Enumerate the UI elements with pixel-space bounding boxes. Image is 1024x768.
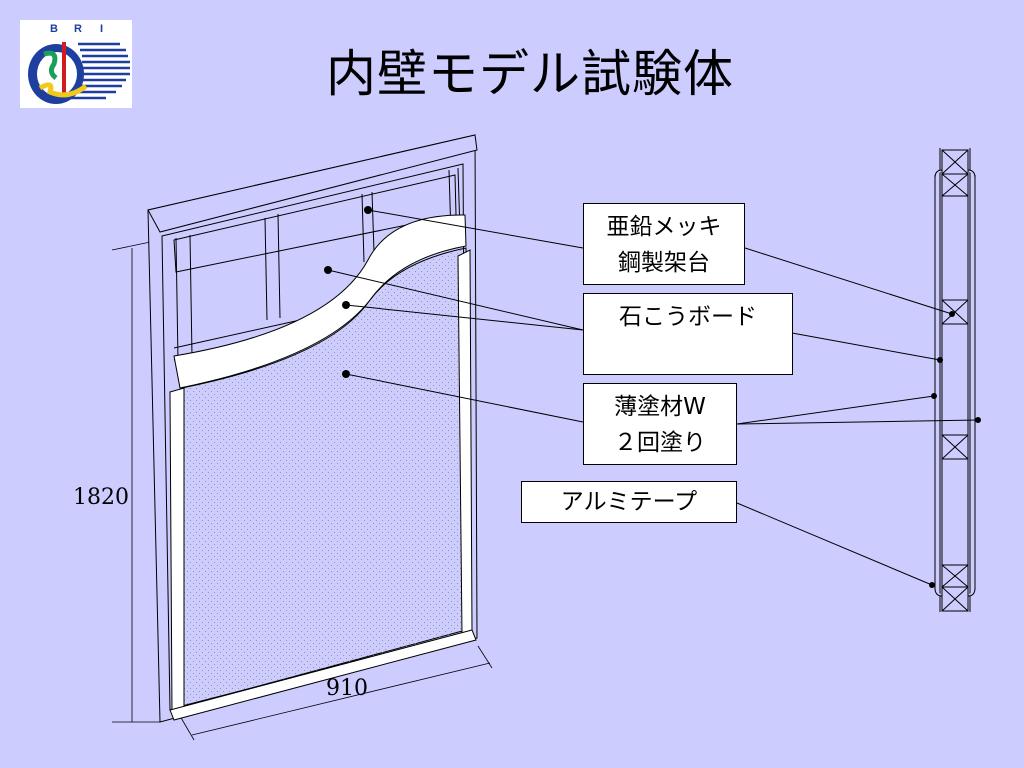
label-aluminum-tape: アルミテープ (521, 481, 737, 523)
bottom-tape-strip (169, 629, 477, 721)
label-gypsum-board: 石こうボード (583, 293, 793, 375)
logo-letter-r: R (74, 23, 82, 35)
label-aluminum-tape-line-1: アルミテープ (560, 489, 698, 515)
section-leader-lines (736, 247, 979, 586)
gypsum-board (173, 214, 467, 389)
label-thin-coating-line-1: 薄塗材W (614, 394, 706, 420)
logo-letter-b: B (50, 23, 58, 35)
height-dimension-label: 1820 (73, 485, 129, 510)
section-cross-boxes (941, 149, 969, 612)
section-view (934, 148, 976, 612)
page-title: 内壁モデル試験体 (326, 45, 734, 103)
bri-logo: B R I (20, 20, 132, 108)
label-steel-frame: 亜鉛メッキ 鋼製架台 (583, 203, 745, 285)
label-steel-frame-line-2: 鋼製架台 (618, 250, 710, 276)
width-dimension-lines (179, 645, 493, 741)
logo-green-mark (43, 50, 58, 80)
logo-letter-i: I (100, 23, 103, 35)
label-thin-coating-line-2: ２回塗り (614, 430, 706, 456)
leader-lines (327, 209, 584, 423)
label-thin-coating: 薄塗材W ２回塗り (583, 383, 737, 465)
label-steel-frame-line-1: 亜鉛メッキ (606, 214, 722, 240)
width-dimension-label: 910 (326, 676, 368, 701)
label-gypsum-board-line-1: 石こうボード (619, 304, 757, 330)
left-tape-strip (169, 387, 185, 713)
logo-yellow-swoosh (38, 82, 88, 98)
coated-panel (181, 247, 469, 707)
